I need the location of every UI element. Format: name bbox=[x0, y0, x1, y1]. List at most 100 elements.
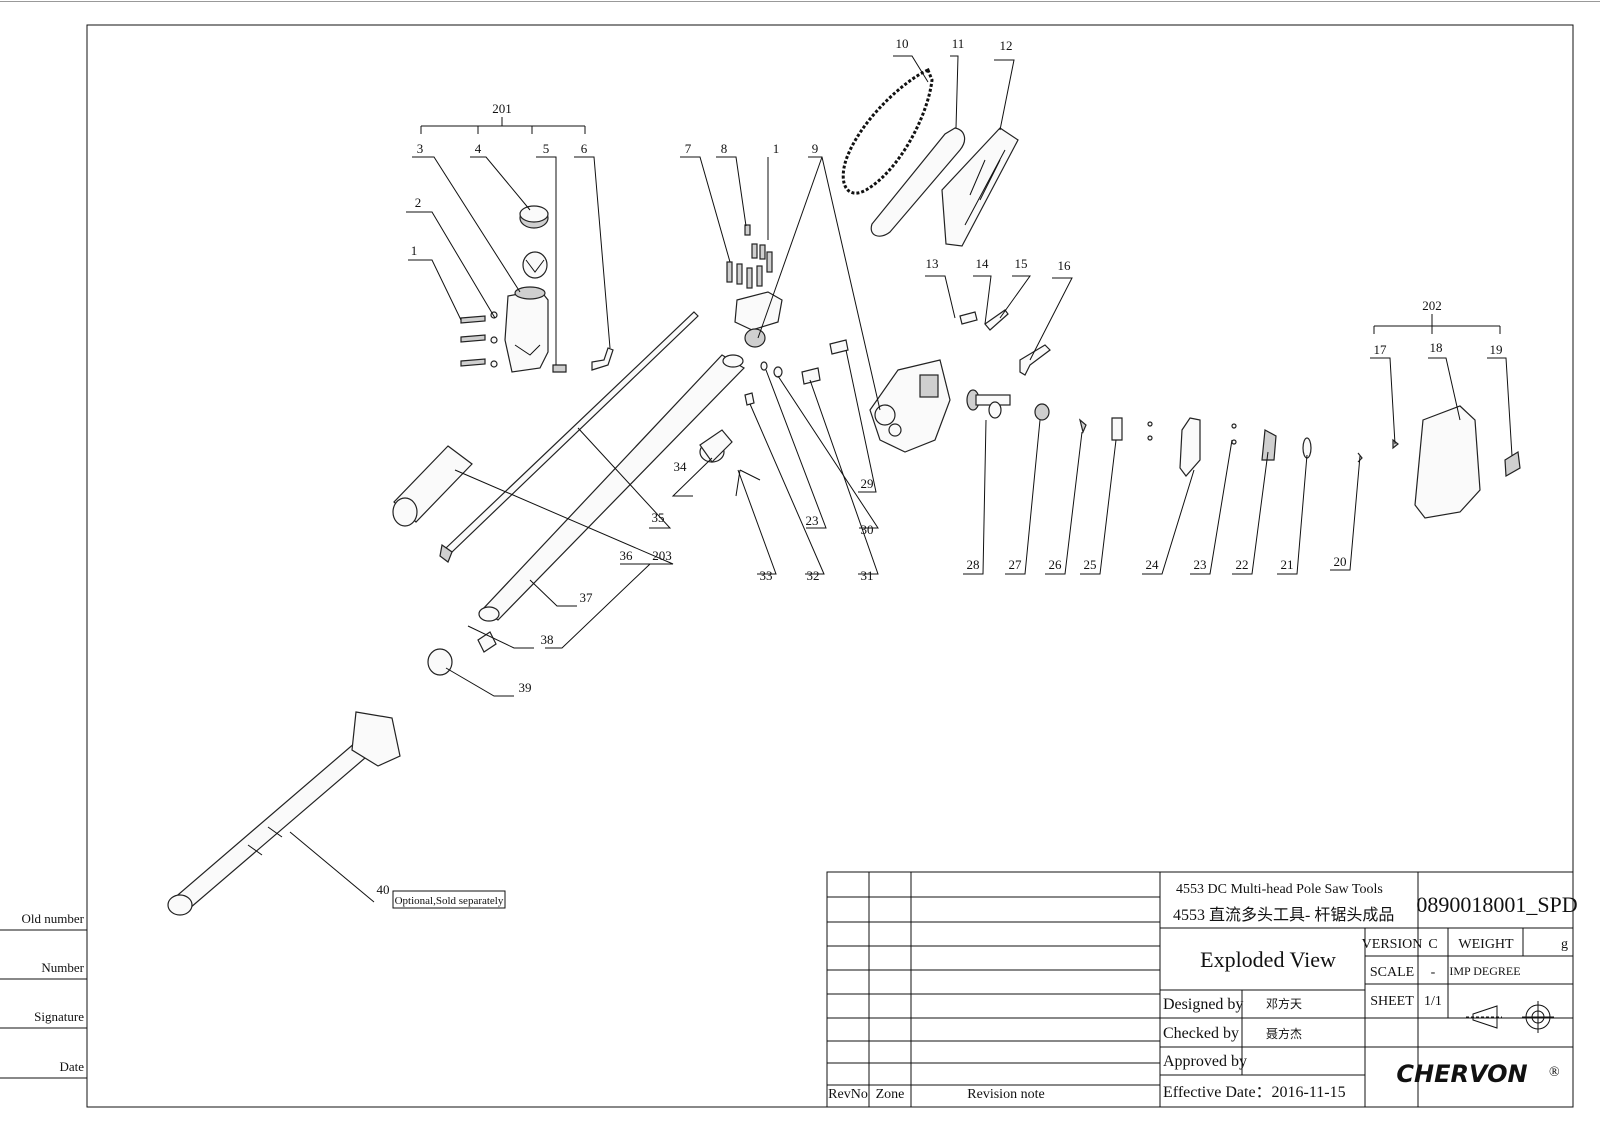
callout-18: 18 bbox=[1430, 340, 1443, 355]
designed-by-label: Designed by bbox=[1163, 996, 1243, 1013]
callout-32: 32 bbox=[807, 568, 820, 583]
callout-23b: 23 bbox=[806, 513, 819, 528]
callout-38: 38 bbox=[541, 632, 554, 647]
callout-27: 27 bbox=[1009, 557, 1023, 572]
exploded-parts bbox=[167, 68, 1521, 916]
callout-11: 11 bbox=[952, 36, 965, 51]
part-plate bbox=[1179, 417, 1201, 477]
brand-registered-mark: ® bbox=[1549, 1065, 1560, 1080]
version-value: C bbox=[1428, 937, 1437, 952]
callout-35: 35 bbox=[652, 510, 665, 525]
sheet-value: 1/1 bbox=[1424, 994, 1442, 1009]
optional-note: Optional,Sold separately bbox=[395, 895, 504, 907]
document-number: 0890018001_SPD bbox=[1416, 892, 1577, 917]
callout-10: 10 bbox=[896, 36, 909, 51]
callout-12: 12 bbox=[1000, 38, 1013, 53]
part-saw-chain bbox=[841, 68, 934, 195]
callout-39: 39 bbox=[519, 680, 532, 695]
part-bushing-29 bbox=[829, 339, 849, 355]
part-sprocket-shaft bbox=[966, 389, 1011, 419]
callout-37: 37 bbox=[580, 590, 594, 605]
callout-21: 21 bbox=[1281, 557, 1294, 572]
weight-label: WEIGHT bbox=[1458, 937, 1514, 952]
callout-36: 36 bbox=[620, 548, 634, 563]
part-guide-bar bbox=[870, 127, 966, 237]
part-nut bbox=[1392, 438, 1399, 450]
callout-34: 34 bbox=[674, 459, 688, 474]
callout-22: 22 bbox=[1236, 557, 1249, 572]
part-screws-left bbox=[460, 311, 498, 368]
part-chain-cover bbox=[941, 127, 1019, 247]
callouts: 201 3 4 5 6 2 1 7 8 1 9 10 11 12 13 14 1… bbox=[377, 36, 1503, 909]
scale-value: - bbox=[1431, 965, 1436, 980]
callout-5: 5 bbox=[543, 141, 550, 156]
callout-20: 20 bbox=[1334, 554, 1347, 569]
callout-13: 13 bbox=[926, 256, 939, 271]
part-oil-tube bbox=[591, 347, 614, 371]
callout-1a: 1 bbox=[411, 243, 418, 258]
brand-logo: CHERVON bbox=[1396, 1060, 1527, 1088]
leader-lines bbox=[289, 55, 1513, 903]
rev-no-header: RevNo bbox=[828, 1087, 868, 1102]
callout-33: 33 bbox=[760, 568, 773, 583]
part-oil-tank bbox=[504, 286, 549, 373]
part-bearing bbox=[1034, 403, 1050, 421]
projection-symbol-icon bbox=[1466, 1001, 1554, 1033]
part-tensioner bbox=[1261, 429, 1277, 461]
checked-by-value: 聂方杰 bbox=[1266, 1026, 1302, 1041]
side-label-signature: Signature bbox=[34, 1009, 84, 1024]
title-english: 4553 DC Multi-head Pole Saw Tools bbox=[1176, 882, 1383, 897]
callout-9: 9 bbox=[812, 141, 819, 156]
approved-by-label: Approved by bbox=[1163, 1053, 1247, 1070]
callout-14: 14 bbox=[976, 256, 990, 271]
part-clip bbox=[1078, 418, 1087, 434]
callout-30: 30 bbox=[861, 522, 874, 537]
part-gear-housing bbox=[726, 224, 783, 348]
part-end-cap bbox=[427, 648, 453, 676]
callout-1b: 1 bbox=[773, 141, 780, 156]
part-bushing-31 bbox=[801, 367, 821, 385]
side-label-date: Date bbox=[59, 1059, 84, 1074]
part-side-cover bbox=[1414, 405, 1481, 519]
callout-31: 31 bbox=[861, 568, 874, 583]
part-extension-pole bbox=[170, 741, 374, 909]
title-chinese: 4553 直流多头工具- 杆锯头成品 bbox=[1173, 906, 1394, 924]
imp-degree-label: IMP DEGREE bbox=[1449, 964, 1520, 978]
part-oil-cap bbox=[519, 205, 549, 279]
part-knob bbox=[1504, 451, 1521, 477]
callout-2: 2 bbox=[415, 195, 422, 210]
weight-unit: g bbox=[1561, 937, 1568, 952]
zone-header: Zone bbox=[876, 1087, 905, 1102]
callout-15: 15 bbox=[1015, 256, 1028, 271]
title-block: RevNo Zone Revision note 4553 DC Multi-h… bbox=[826, 871, 1578, 1108]
callout-23a: 23 bbox=[1194, 557, 1207, 572]
callout-202: 202 bbox=[1422, 298, 1442, 313]
part-spring bbox=[552, 364, 567, 373]
designed-by-value: 邓方天 bbox=[1266, 996, 1302, 1011]
part-clutch bbox=[1111, 417, 1123, 441]
callout-8: 8 bbox=[721, 141, 728, 156]
callout-6: 6 bbox=[581, 141, 588, 156]
callout-4: 4 bbox=[475, 141, 482, 156]
callout-40: 40 bbox=[377, 882, 390, 897]
callout-16: 16 bbox=[1058, 258, 1072, 273]
callout-19: 19 bbox=[1490, 342, 1503, 357]
callout-29: 29 bbox=[861, 476, 874, 491]
part-motor-head bbox=[869, 359, 951, 453]
callout-24: 24 bbox=[1146, 557, 1160, 572]
callout-25: 25 bbox=[1084, 557, 1097, 572]
view-name: Exploded View bbox=[1200, 947, 1336, 972]
side-label-number: Number bbox=[41, 960, 84, 975]
version-label: VERSION bbox=[1362, 937, 1423, 952]
callout-26: 26 bbox=[1049, 557, 1063, 572]
revision-note-header: Revision note bbox=[967, 1087, 1044, 1102]
callout-7: 7 bbox=[685, 141, 692, 156]
side-label-old-number: Old number bbox=[22, 911, 85, 926]
callout-201: 201 bbox=[492, 101, 512, 116]
effective-date: Effective Date：2016-11-15 bbox=[1163, 1084, 1346, 1101]
callout-203: 203 bbox=[652, 548, 672, 563]
callout-17: 17 bbox=[1374, 342, 1388, 357]
callout-3: 3 bbox=[417, 141, 424, 156]
sheet-label: SHEET bbox=[1370, 994, 1414, 1009]
